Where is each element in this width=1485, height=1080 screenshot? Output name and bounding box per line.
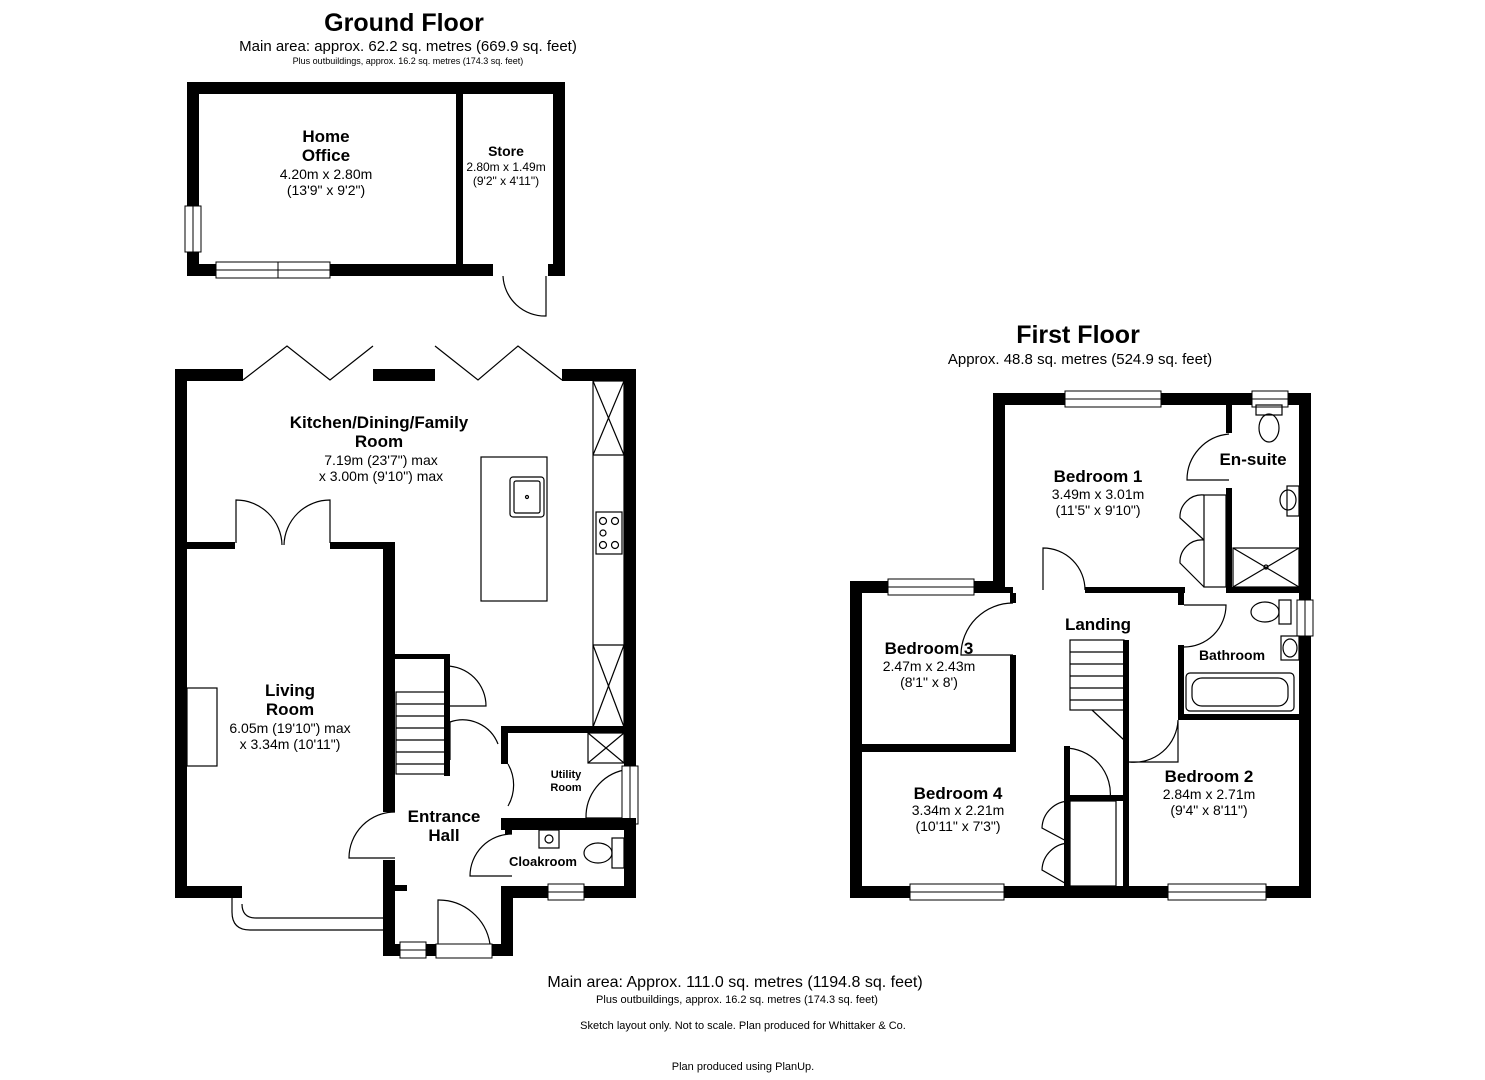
living-name-2: Room <box>266 700 314 719</box>
bedroom2-imperial: (9'4" x 8'11") <box>1170 802 1247 818</box>
living-dim-2: x 3.34m (10'11") <box>240 736 341 752</box>
footer-main-area: Main area: Approx. 111.0 sq. metres (119… <box>547 974 922 991</box>
cloakroom-name: Cloakroom <box>509 854 577 869</box>
home-office-imperial: (13'9" x 9'2") <box>287 182 365 198</box>
store-name: Store <box>488 143 524 159</box>
bedroom3-metric: 2.47m x 2.43m <box>883 658 976 674</box>
first-floor-title: First Floor <box>1016 321 1140 349</box>
bedroom3-name: Bedroom 3 <box>885 639 974 658</box>
hall-name-2: Hall <box>428 826 459 845</box>
ground-floor-plan <box>175 345 639 959</box>
first-floor-plan <box>850 390 1314 901</box>
kitchen-dim-1: 7.19m (23'7") max <box>324 452 437 468</box>
bedroom2-metric: 2.84m x 2.71m <box>1163 786 1256 802</box>
footer-outbuildings: Plus outbuildings, approx. 16.2 sq. metr… <box>596 994 878 1006</box>
store-metric: 2.80m x 1.49m <box>466 160 545 174</box>
bedroom2-name: Bedroom 2 <box>1165 767 1254 786</box>
home-office-name-2: Office <box>302 146 350 165</box>
ground-floor-title: Ground Floor <box>324 9 484 37</box>
outbuilding <box>184 82 565 317</box>
footer-disclaimer: Sketch layout only. Not to scale. Plan p… <box>580 1020 906 1032</box>
home-office-metric: 4.20m x 2.80m <box>280 166 373 182</box>
store-imperial: (9'2" x 4'11") <box>473 174 539 188</box>
footer-produced-by: Plan produced using PlanUp. <box>672 1061 814 1073</box>
bedroom1-name: Bedroom 1 <box>1054 467 1143 486</box>
bedroom1-imperial: (11'5" x 9'10") <box>1055 502 1140 518</box>
hall-name-1: Entrance <box>408 807 481 826</box>
ground-floor-outbuildings: Plus outbuildings, approx. 16.2 sq. metr… <box>293 56 524 66</box>
living-dim-1: 6.05m (19'10") max <box>229 720 350 736</box>
living-name-1: Living <box>265 681 315 700</box>
bedroom4-imperial: (10'11" x 7'3") <box>915 818 1000 834</box>
utility-name-2: Room <box>550 782 581 794</box>
bedroom3-imperial: (8'1" x 8') <box>900 674 958 690</box>
utility-name-1: Utility <box>551 769 582 781</box>
landing-name: Landing <box>1065 615 1131 634</box>
first-floor-area: Approx. 48.8 sq. metres (524.9 sq. feet) <box>948 351 1212 368</box>
bedroom4-metric: 3.34m x 2.21m <box>912 802 1005 818</box>
bedroom4-name: Bedroom 4 <box>914 784 1003 803</box>
ground-floor-main-area: Main area: approx. 62.2 sq. metres (669.… <box>239 38 577 55</box>
ensuite-name: En-suite <box>1219 450 1286 469</box>
bathroom-name: Bathroom <box>1199 647 1265 663</box>
home-office-name-1: Home <box>302 127 349 146</box>
kitchen-dim-2: x 3.00m (9'10") max <box>319 468 443 484</box>
kitchen-name-1: Kitchen/Dining/Family <box>290 413 469 432</box>
bedroom1-metric: 3.49m x 3.01m <box>1052 486 1145 502</box>
kitchen-name-2: Room <box>355 432 403 451</box>
